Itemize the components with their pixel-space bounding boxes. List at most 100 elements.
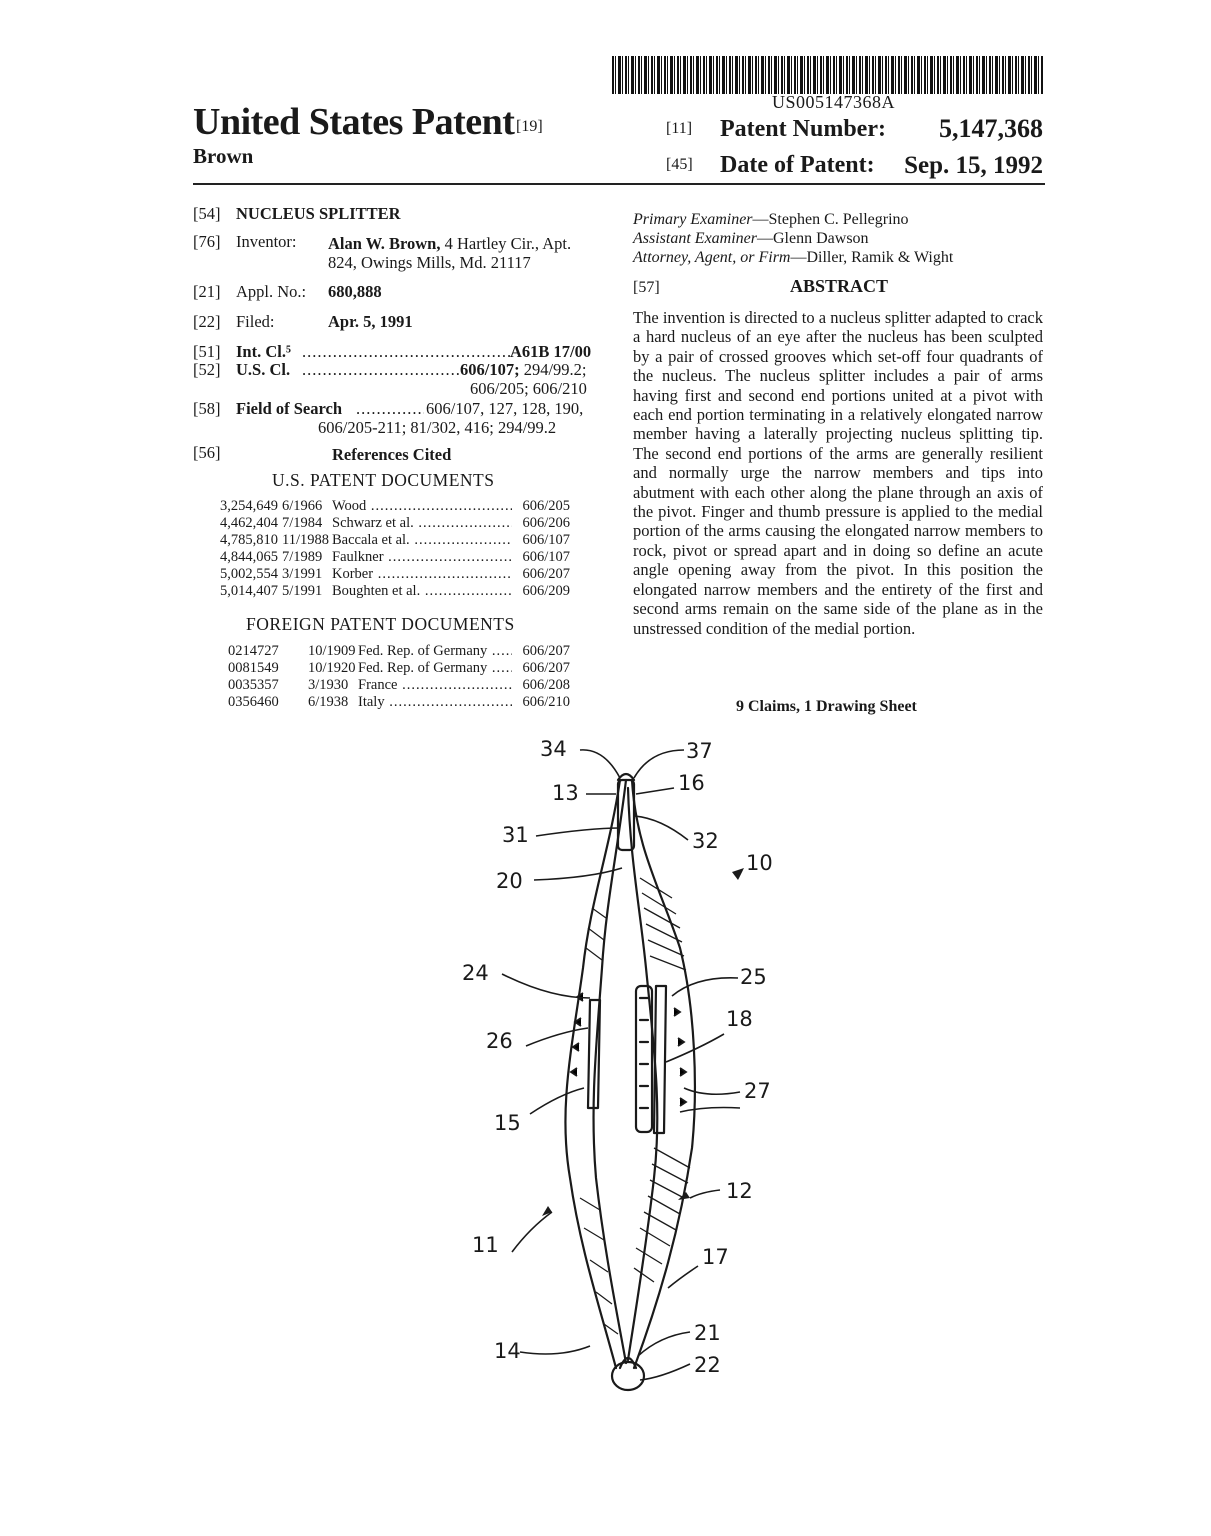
uscl-secondary: 294/99.2;	[520, 360, 587, 379]
inventor-label: Inventor:	[236, 232, 296, 251]
doc-name: Korber	[332, 566, 512, 583]
label-31: 31	[502, 823, 529, 847]
primary-examiner-name: —Stephen C. Pellegrino	[753, 211, 909, 228]
doc-date: 5/1991	[282, 583, 332, 600]
barcode	[612, 56, 1044, 94]
table-row: 4,462,4047/1984Schwarz et al.606/206	[220, 515, 570, 532]
arrow-11	[542, 1206, 552, 1216]
doc-number: 4,844,065	[220, 549, 282, 566]
abstract-text: The invention is directed to a nucleus s…	[633, 308, 1043, 638]
refs-code: [56]	[193, 443, 221, 462]
doc-name: Wood	[332, 498, 512, 515]
us-docs-table: 3,254,6496/1966Wood606/205 4,462,4047/19…	[220, 498, 570, 600]
label-37: 37	[686, 739, 713, 763]
label-22: 22	[694, 1353, 721, 1377]
intcl-leader: ........................................…	[302, 342, 512, 361]
hatching-left-arm	[580, 908, 618, 1334]
assistant-examiner-name: —Glenn Dawson	[757, 230, 869, 247]
arm-12-outline	[632, 780, 695, 1368]
intcl-code: [51]	[193, 342, 221, 361]
doc-name: Italy	[358, 694, 512, 711]
label-16: 16	[678, 771, 705, 795]
primary-examiner-label: Primary Examiner	[633, 211, 753, 228]
uscl-line2: 606/205; 606/210	[470, 379, 587, 398]
date-label: Date of Patent:	[720, 152, 875, 179]
doc-date: 7/1984	[282, 515, 332, 532]
invention-title: NUCLEUS SPLITTER	[236, 204, 401, 223]
doc-class: 606/107	[512, 532, 570, 549]
doc-class: 606/207	[512, 566, 570, 583]
doc-class: 606/207	[512, 660, 570, 677]
doc-date: 3/1991	[282, 566, 332, 583]
assistant-examiner: Assistant Examiner—Glenn Dawson	[633, 229, 869, 249]
inventor-address-2: 824, Owings Mills, Md. 21117	[328, 253, 531, 272]
doc-name: Boughten et al.	[332, 583, 512, 600]
table-row: 03564606/1938Italy606/210	[228, 694, 570, 711]
doc-date: 6/1966	[282, 498, 332, 515]
label-24: 24	[462, 961, 489, 985]
doc-date: 3/1930	[308, 677, 358, 694]
inventor-line1: Alan W. Brown, 4 Hartley Cir., Apt.	[328, 234, 571, 253]
doc-number: 4,462,404	[220, 515, 282, 532]
uscl-primary: 606/107;	[460, 360, 520, 379]
label-17: 17	[702, 1245, 729, 1269]
doc-class: 606/206	[512, 515, 570, 532]
doc-class: 606/209	[512, 583, 570, 600]
doc-name: Fed. Rep. of Germany	[358, 660, 512, 677]
uscl-leader: ........................................…	[302, 360, 460, 379]
label-12: 12	[726, 1179, 753, 1203]
doc-date: 10/1909	[308, 643, 358, 660]
patent-drawing: 34 37 13 16 31 32 20 10 24 25 18 26 27 1…	[440, 728, 800, 1408]
doc-date: 6/1938	[308, 694, 358, 711]
patent-date: Sep. 15, 1992	[904, 152, 1043, 180]
primary-examiner: Primary Examiner—Stephen C. Pellegrino	[633, 210, 909, 230]
table-row: 00353573/1930France606/208	[228, 677, 570, 694]
foreign-docs-heading: FOREIGN PATENT DOCUMENTS	[246, 614, 515, 635]
label-26: 26	[486, 1029, 513, 1053]
doc-number: 0214727	[228, 643, 308, 660]
intcl-value: A61B 17/00	[510, 342, 591, 361]
doc-name: Schwarz et al.	[332, 515, 512, 532]
doc-date: 7/1989	[282, 549, 332, 566]
doc-number: 3,254,649	[220, 498, 282, 515]
uscl-label: U.S. Cl.	[236, 360, 290, 379]
table-row: 5,002,5543/1991Korber606/207	[220, 566, 570, 583]
appl-code: [21]	[193, 282, 221, 301]
doc-date: 10/1920	[308, 660, 358, 677]
doc-name: France	[358, 677, 512, 694]
label-25: 25	[740, 965, 767, 989]
label-21: 21	[694, 1321, 721, 1345]
search-line2: 606/205-211; 81/302, 416; 294/99.2	[318, 418, 556, 437]
label-11: 11	[472, 1233, 499, 1257]
label-27: 27	[744, 1079, 771, 1103]
doc-number: 0081549	[228, 660, 308, 677]
arrow-10	[732, 868, 744, 880]
doc-number: 0356460	[228, 694, 308, 711]
doc-number: 5,014,407	[220, 583, 282, 600]
grip-ridges	[640, 998, 648, 1108]
label-18: 18	[726, 1007, 753, 1031]
table-row: 021472710/1909Fed. Rep. of Germany606/20…	[228, 643, 570, 660]
filed-date: Apr. 5, 1991	[328, 312, 413, 331]
search-leader: ...........................	[356, 399, 424, 418]
doc-class: 606/205	[512, 498, 570, 515]
us-docs-heading: U.S. PATENT DOCUMENTS	[272, 470, 494, 491]
intcl-label: Int. Cl.⁵	[236, 342, 291, 361]
appl-number: 680,888	[328, 282, 382, 301]
uscl-code: [52]	[193, 360, 221, 379]
label-13: 13	[552, 781, 579, 805]
doc-name: Fed. Rep. of Germany	[358, 643, 512, 660]
inventor-surname: Brown	[193, 144, 253, 169]
doc-class: 606/210	[512, 694, 570, 711]
table-row: 008154910/1920Fed. Rep. of Germany606/20…	[228, 660, 570, 677]
foreign-docs-table: 021472710/1909Fed. Rep. of Germany606/20…	[228, 643, 570, 711]
doc-number: 4,785,810	[220, 532, 282, 549]
title-code-54: [54]	[193, 204, 221, 223]
table-row: 4,844,0657/1989Faulkner606/107	[220, 549, 570, 566]
table-row: 5,014,4075/1991Boughten et al.606/209	[220, 583, 570, 600]
date-code: [45]	[666, 156, 693, 174]
doc-name: Faulkner	[332, 549, 512, 566]
abstract-code: [57]	[633, 278, 660, 298]
doc-class: 606/208	[512, 677, 570, 694]
title-code: [19]	[516, 118, 543, 136]
